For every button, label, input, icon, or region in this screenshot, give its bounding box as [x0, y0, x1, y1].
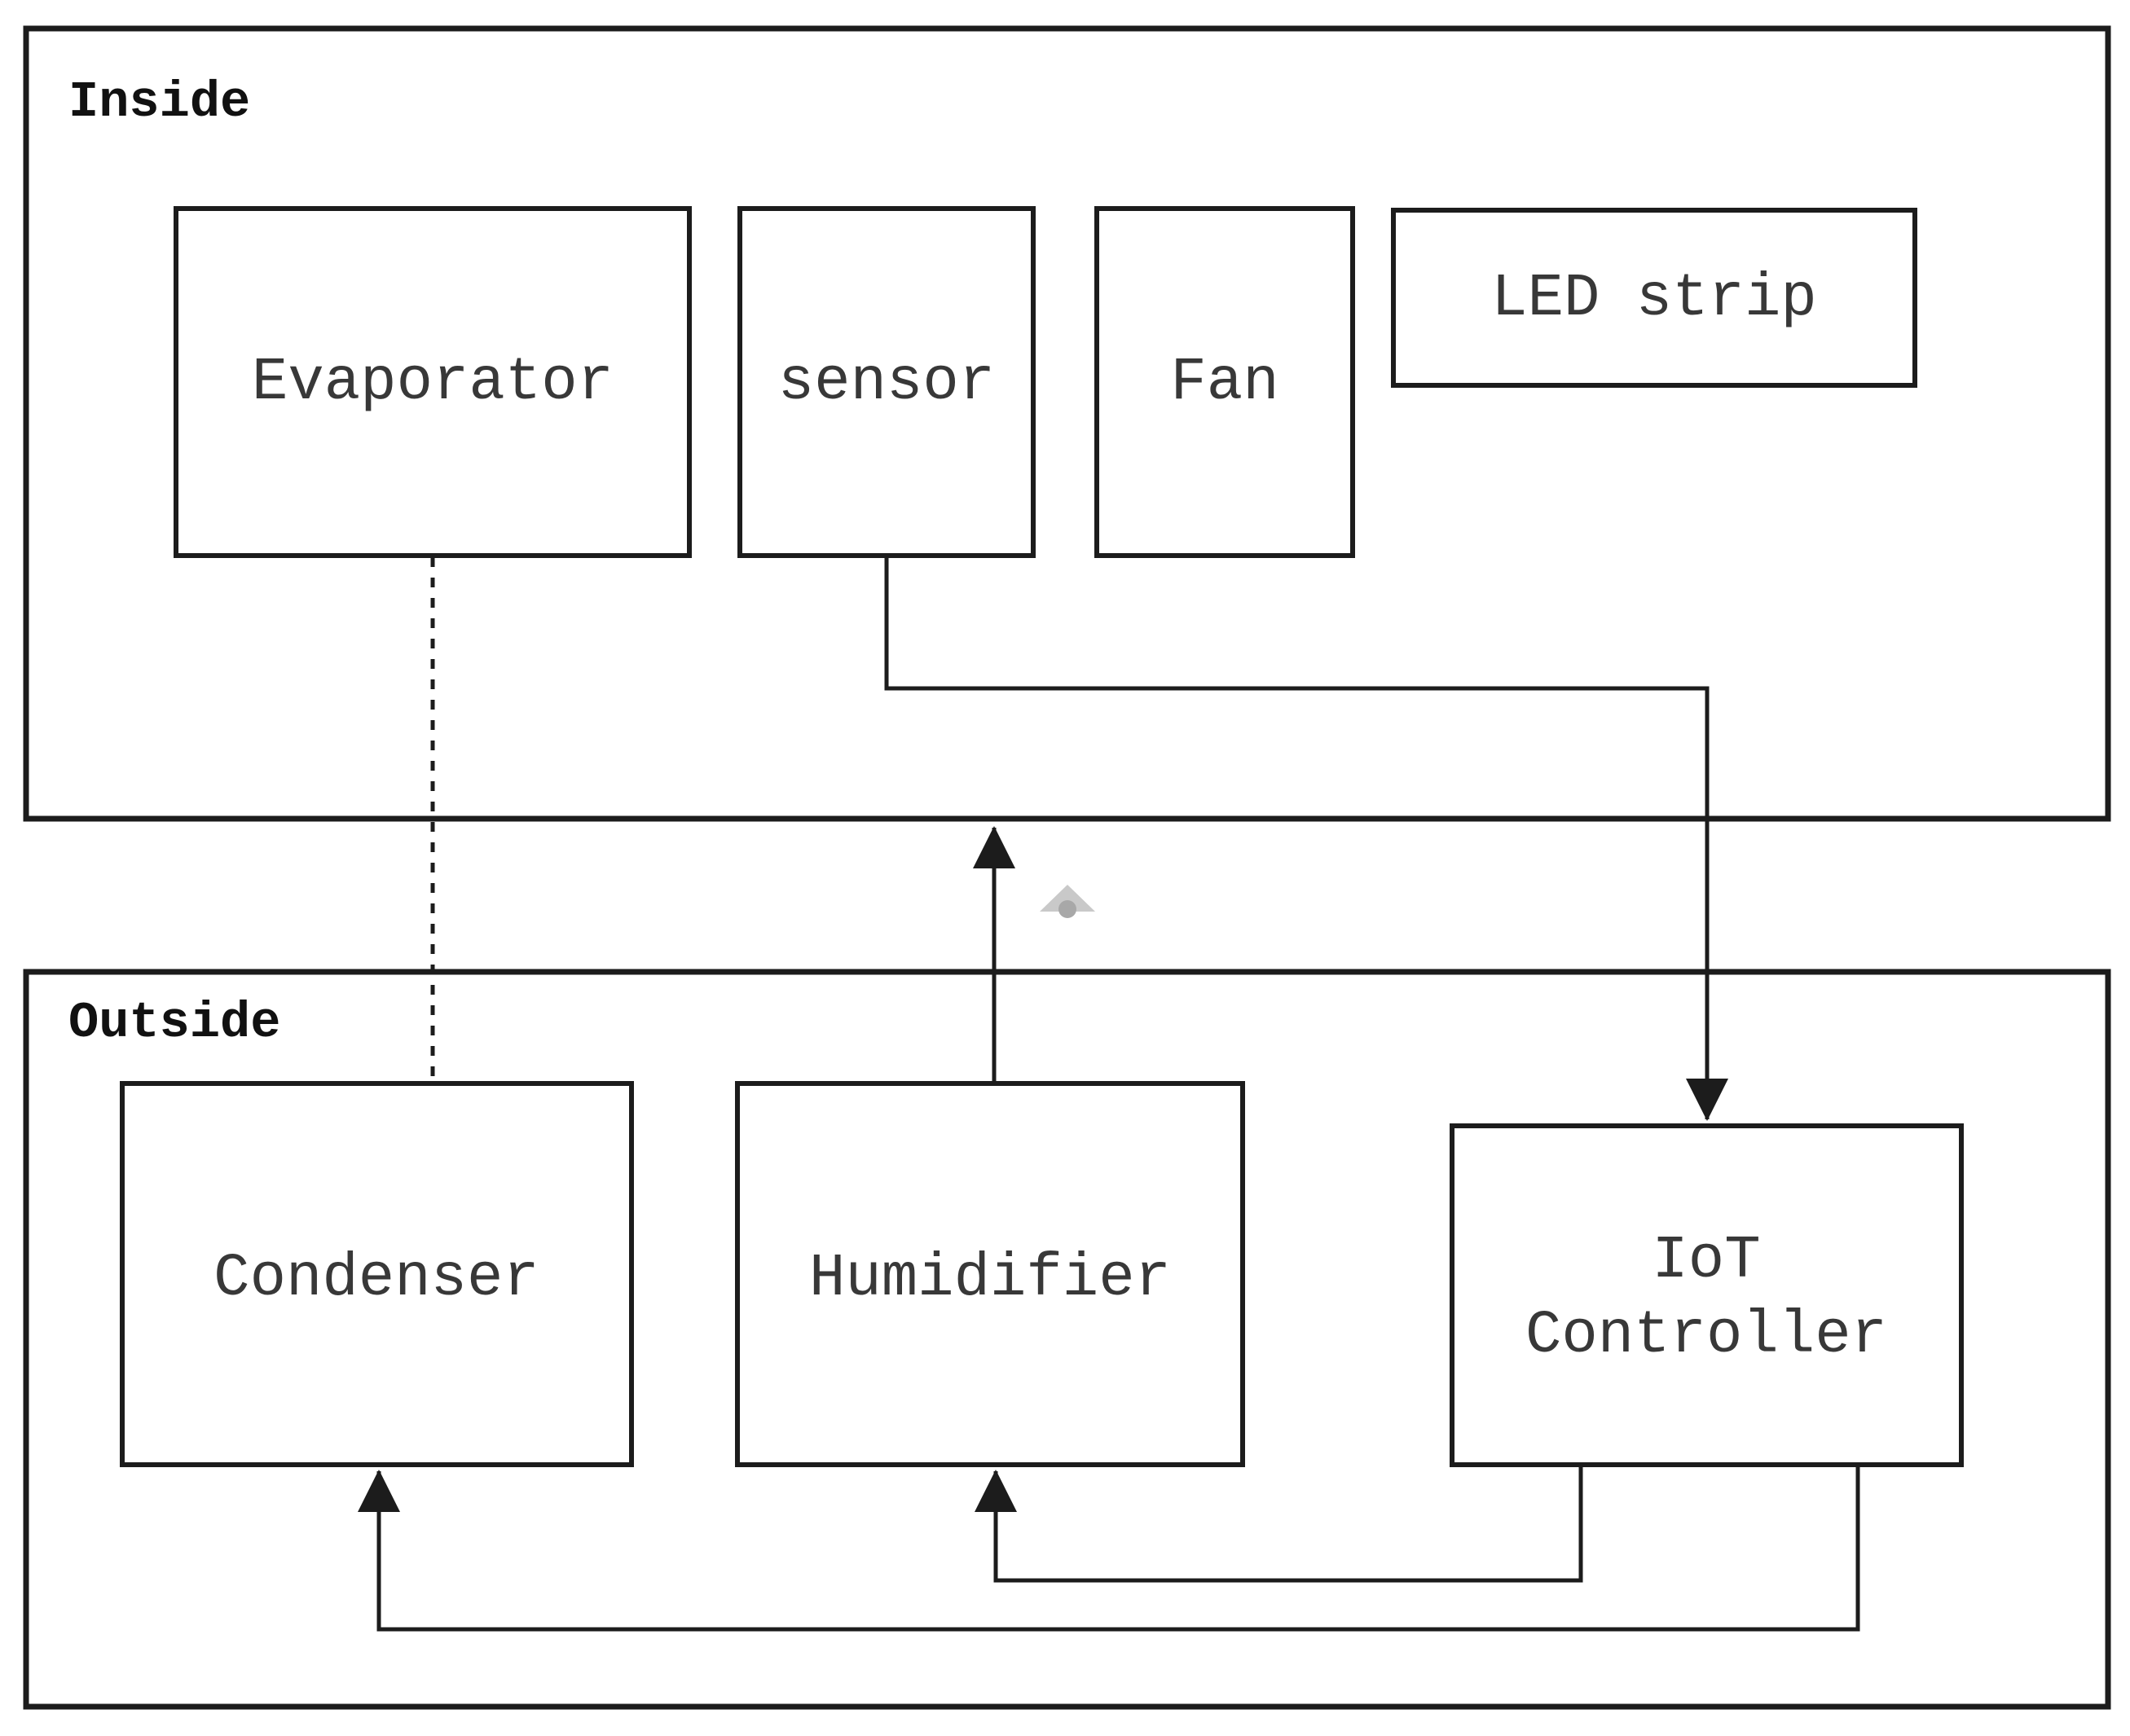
sensor-to-iot-connector: [884, 556, 1728, 1121]
iot-controller-box: [1450, 1123, 1964, 1467]
iot-controller-label-line2: Controller: [1525, 1302, 1887, 1370]
condenser-box: [120, 1081, 634, 1467]
inside-zone-title: Inside: [68, 73, 250, 131]
outside-zone-title: Outside: [68, 994, 280, 1052]
iot-to-condenser-connector: [358, 1463, 1860, 1632]
humidifier-label: Humidifier: [809, 1245, 1171, 1313]
condenser-label: Condenser: [213, 1245, 539, 1313]
fan-label: Fan: [1170, 349, 1278, 417]
chevron-up-icon: [1040, 885, 1095, 912]
hint-dot-icon: [1058, 900, 1076, 918]
evaporator-label: Evaporator: [252, 349, 614, 417]
led-strip-label: LED strip: [1491, 265, 1817, 333]
led-strip-box: [1391, 208, 1917, 388]
scroll-hint-icon: [1040, 885, 1095, 918]
evaporator-box: [174, 206, 692, 558]
iot-to-humidifier-connector: [975, 1463, 1583, 1583]
sensor-label: sensor: [778, 349, 995, 417]
humidifier-box: [735, 1081, 1245, 1467]
iot-controller-label-line1: IoT: [1652, 1227, 1760, 1295]
sensor-box: [737, 206, 1036, 558]
fan-box: [1094, 206, 1355, 558]
